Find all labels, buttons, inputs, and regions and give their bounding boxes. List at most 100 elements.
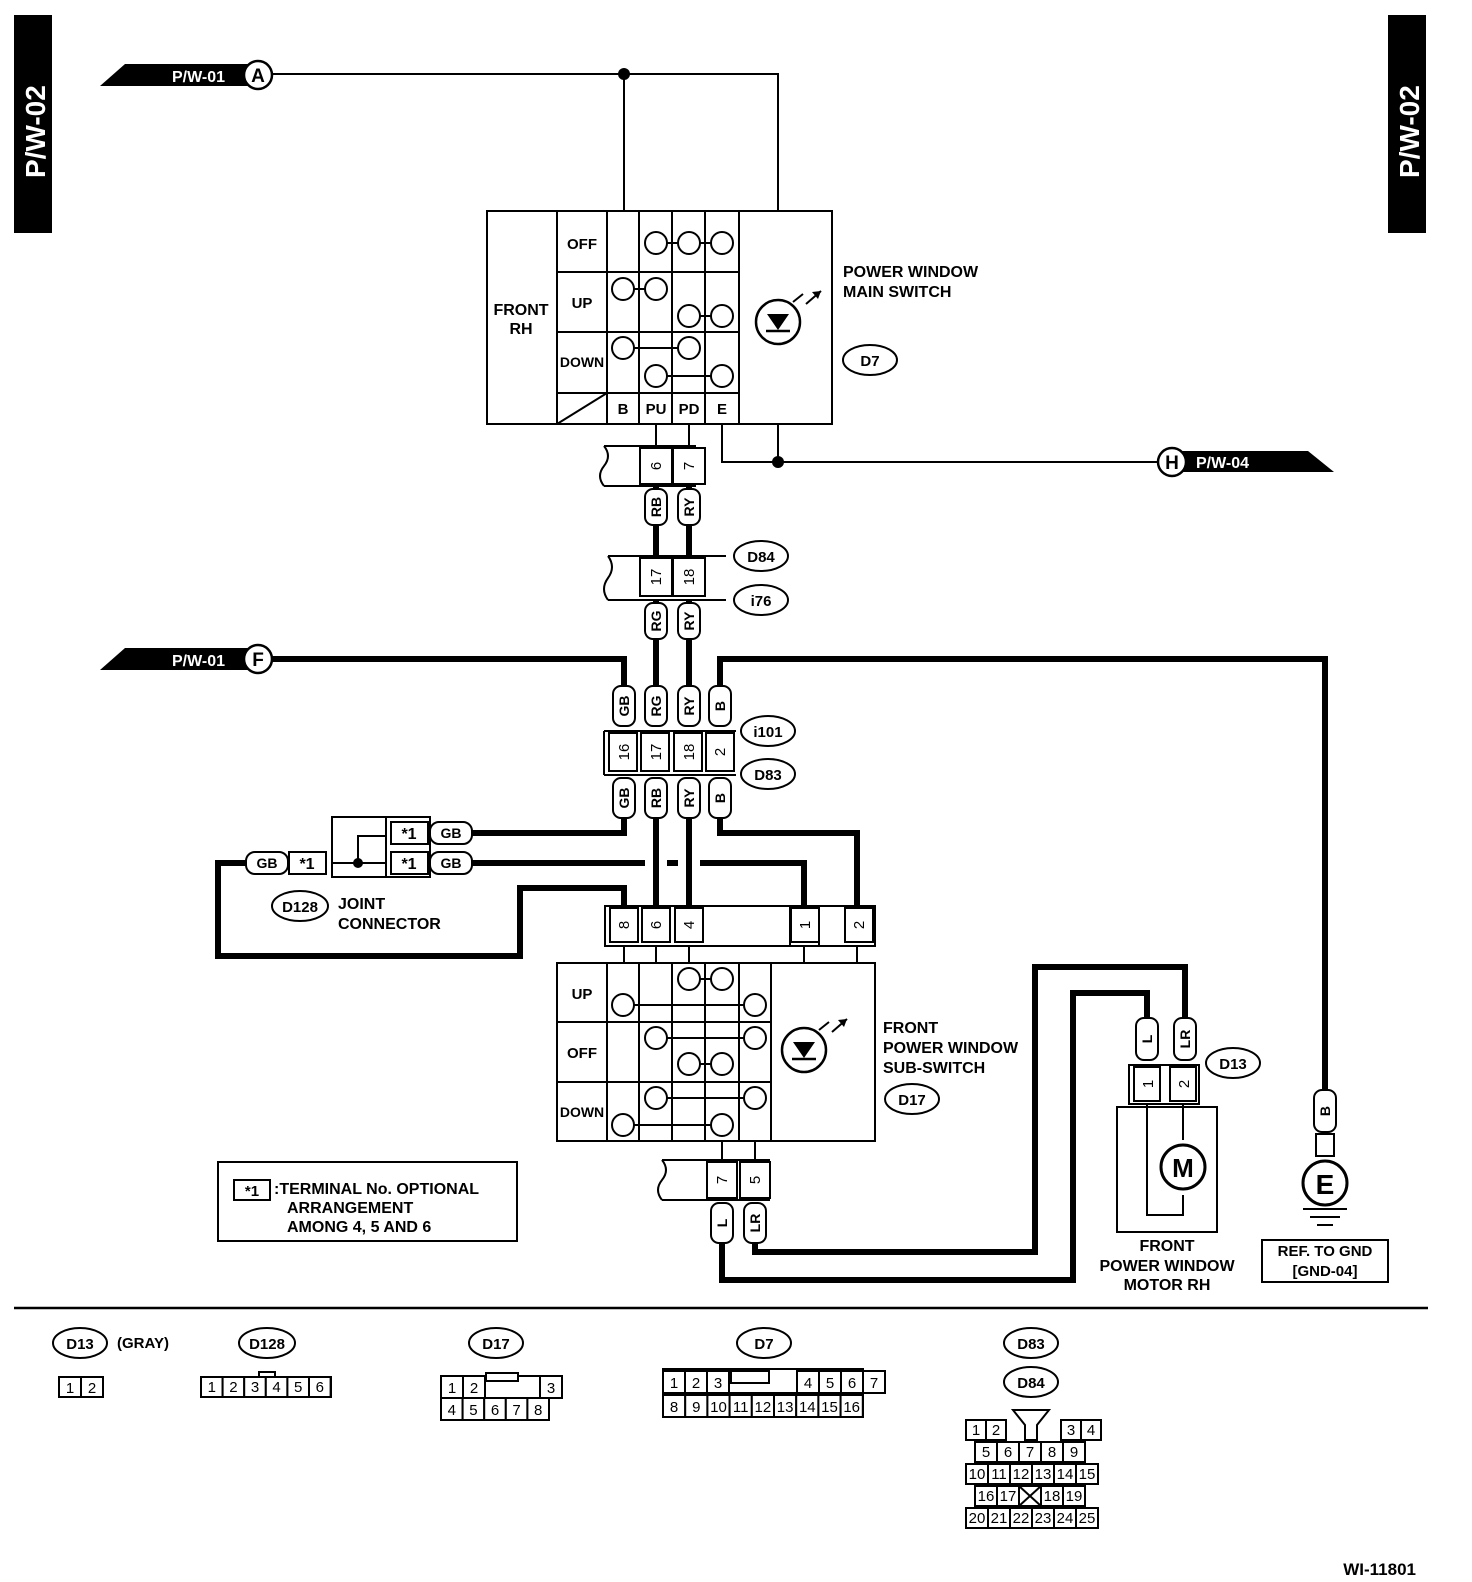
- upper-connector-pin-7: 7: [681, 462, 698, 470]
- legend-d17-pin: 2: [470, 1380, 478, 1397]
- legend-d128-pin: 5: [294, 1379, 302, 1396]
- wire-tag-rg: RG: [648, 610, 664, 631]
- wire-tag-gb: GB: [616, 788, 632, 809]
- ref-pw01-a-letter: A: [251, 66, 265, 87]
- legend-d17-pin: 5: [469, 1402, 477, 1419]
- page-tab-left-label: P/W-02: [20, 85, 51, 178]
- legend-d83-pin: 15: [1079, 1466, 1096, 1483]
- mid-connector-pin-17: 17: [648, 569, 665, 586]
- wire-l-to-motor: [719, 990, 1150, 1283]
- legend-d83-pin: 22: [1013, 1510, 1030, 1527]
- wire-gb-to-joint: [472, 818, 627, 836]
- note-box: *1 :TERMINAL No. OPTIONAL ARRANGEMENT AM…: [217, 1161, 518, 1242]
- legend-d83-pin: 10: [969, 1466, 986, 1483]
- ground-ref-1: REF. TO GND: [1278, 1243, 1373, 1260]
- legend-d83-pin: 21: [991, 1510, 1008, 1527]
- motor-icon: [1159, 1143, 1207, 1191]
- wire-tag-b: B: [712, 701, 728, 711]
- wire-tag-ry: RY: [681, 788, 697, 808]
- wire-tag-ry: RY: [681, 611, 697, 631]
- wire-tag-ry: RY: [681, 497, 697, 517]
- wire-b-to-sub: [717, 818, 860, 906]
- legend-d7-pin: 8: [670, 1399, 678, 1416]
- legend-d7-pin-cell: [839, 1394, 864, 1418]
- legend-d83-pin: 20: [969, 1510, 986, 1527]
- wire-tag-l: L: [714, 1218, 730, 1227]
- ground: B E REF. TO GND [GND-04]: [1261, 1089, 1389, 1283]
- motor-wire-lr: LR: [1177, 1030, 1193, 1049]
- lower-connector: 16 17 18 2 i101 D83: [603, 715, 796, 790]
- main-switch-row-off: OFF: [567, 236, 597, 253]
- legend-d7-pin: 2: [692, 1375, 700, 1392]
- sub-connector-pin-1: 1: [797, 921, 814, 929]
- legend-d83-pin-cell: [1080, 1419, 1102, 1441]
- legend-d128-pin-cell: [308, 1376, 332, 1398]
- ref-pw01-f-letter: F: [252, 650, 264, 671]
- main-switch-title-2: MAIN SWITCH: [843, 284, 951, 301]
- ref-pw01-f-label: P/W-01: [172, 653, 225, 670]
- main-switch-row-up: UP: [572, 295, 593, 312]
- legend-d83-cross: [1018, 1485, 1042, 1507]
- wire-tags-sub-bottom: L LR: [710, 1202, 767, 1244]
- ground-letter: E: [1316, 1169, 1335, 1200]
- joint-wire-gb-3: GB: [257, 855, 278, 871]
- sub-switch-connector: 8 6 4 1 2: [604, 905, 876, 947]
- legend-d83-pin: 6: [1004, 1444, 1012, 1461]
- sub-switch-leads: [623, 946, 858, 1119]
- legend-d7-pin-cell: [862, 1370, 886, 1394]
- motor-pin-1: 1: [1140, 1080, 1157, 1088]
- sub-switch-row-up: UP: [572, 986, 593, 1003]
- legend-d83-pin: 16: [978, 1488, 995, 1505]
- legend-d7-pin: 5: [826, 1375, 834, 1392]
- legend-d7-pin: 3: [714, 1375, 722, 1392]
- led-icon: [780, 1018, 848, 1074]
- joint-label-2: CONNECTOR: [338, 916, 441, 933]
- legend-d128-pin: 2: [229, 1379, 237, 1396]
- led-icon: [754, 290, 822, 346]
- sub-bottom-pin-7: 7: [714, 1176, 731, 1184]
- legend-d128-id: D128: [249, 1336, 285, 1353]
- sub-switch: UP OFF DOWN FRONT POWER WINDOW SUB: [556, 962, 1019, 1142]
- sub-connector-pin-4: 4: [681, 921, 698, 929]
- mid-connector: 17 18 D84 i76: [603, 540, 789, 616]
- legend-d7-pin: 15: [821, 1399, 838, 1416]
- splice-dot: [772, 456, 784, 468]
- main-switch-terminal-pu: PU: [646, 401, 667, 418]
- lower-connector-pin-18: 18: [681, 744, 698, 761]
- legend-d83-pin: 23: [1035, 1510, 1052, 1527]
- main-switch-title-1: POWER WINDOW: [843, 264, 979, 281]
- note-line-1: :TERMINAL No. OPTIONAL: [274, 1181, 479, 1198]
- wire-gb-joint-to-sub: [472, 860, 807, 906]
- legend-d83-id: D83: [1017, 1336, 1045, 1353]
- motor-title-1: FRONT: [1139, 1238, 1194, 1255]
- legend-d83-pin: 14: [1057, 1466, 1074, 1483]
- lower-connector-pin-16: 16: [616, 744, 633, 761]
- sub-switch-row-off: OFF: [567, 1045, 597, 1062]
- legend-d17-pin: 3: [547, 1380, 555, 1397]
- page-tab-left: P/W-02: [14, 15, 52, 233]
- joint-connector: *1 *1 *1 GB GB GB D128 JOINT CONNECTOR: [245, 816, 473, 933]
- legend-d13: D13 (GRAY) 1 2: [52, 1327, 169, 1398]
- main-switch-connector-id: D7: [860, 353, 879, 370]
- legend-d83-pin: 9: [1070, 1444, 1078, 1461]
- legend-d83-pin: 13: [1035, 1466, 1052, 1483]
- legend-d13-pin: 2: [88, 1380, 96, 1397]
- legend-d83-pin-cell: [1075, 1507, 1099, 1529]
- lower-connector-id-d83: D83: [754, 767, 782, 784]
- legend-d128-pin: 4: [272, 1379, 280, 1396]
- mid-connector-id-d84: D84: [747, 549, 775, 566]
- sub-bottom-pin-5: 5: [747, 1176, 764, 1184]
- legend-d128-pin: 6: [316, 1379, 324, 1396]
- legend-d17-pin-cell: [526, 1397, 551, 1421]
- legend-d17-pin-cell: [539, 1375, 563, 1399]
- upper-connector: 6 7: [599, 445, 706, 487]
- wire-rg-ry: [653, 639, 692, 686]
- sub-switch-title-3: SUB-SWITCH: [883, 1060, 985, 1077]
- main-switch-terminal-pd: PD: [679, 401, 700, 418]
- ref-pw01-a-label: P/W-01: [172, 69, 225, 86]
- legend-d7-pin-cell: [706, 1370, 730, 1394]
- joint-star-3: *1: [299, 856, 314, 873]
